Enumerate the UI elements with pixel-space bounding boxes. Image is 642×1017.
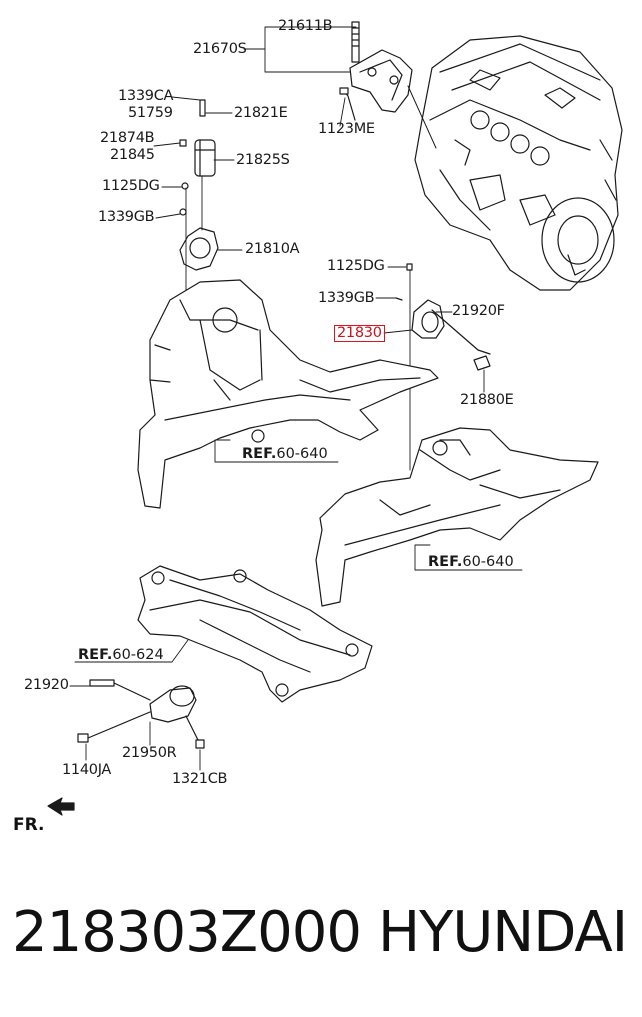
caption-brand: HYUNDAI	[378, 900, 628, 965]
ref-prefix: REF.	[428, 554, 463, 570]
label-1339gb-right: 1339GB	[318, 290, 375, 306]
ref-number: 60-640	[276, 446, 328, 462]
label-1125dg-right: 1125DG	[327, 258, 385, 274]
label-21950r: 21950R	[122, 745, 177, 761]
label-21845: 21845	[110, 147, 155, 163]
label-21880e: 21880E	[460, 392, 514, 408]
label-21830-highlighted[interactable]: 21830	[334, 325, 385, 342]
ref-number: 60-640	[462, 554, 514, 570]
engine-block	[414, 35, 623, 291]
label-1321cb: 1321CB	[172, 771, 228, 787]
bracket-21670s	[339, 21, 437, 149]
ref-label-2[interactable]: REF.60-640	[428, 554, 514, 570]
ref-label-3[interactable]: REF.60-624	[78, 647, 164, 663]
side-member-right	[315, 427, 599, 607]
label-51759: 51759	[128, 105, 173, 121]
front-arrow-icon	[47, 797, 75, 816]
subframe	[137, 565, 373, 703]
label-1123me: 1123ME	[318, 121, 375, 137]
leader-lines	[69, 26, 523, 771]
ref-label-1[interactable]: REF.60-640	[242, 446, 328, 462]
ref-prefix: REF.	[242, 446, 277, 462]
ref-number: 60-624	[112, 647, 164, 663]
label-21611b: 21611B	[278, 18, 333, 34]
front-marker-label: FR.	[13, 815, 45, 835]
roll-stopper-21950r	[77, 679, 205, 749]
ref-prefix: REF.	[78, 647, 113, 663]
label-1339gb-left: 1339GB	[98, 209, 155, 225]
label-21810a: 21810A	[245, 241, 300, 257]
mount-21830	[395, 263, 491, 471]
label-1339ca: 1339CA	[118, 88, 174, 104]
label-21821e: 21821E	[234, 105, 288, 121]
label-1125dg-left: 1125DG	[102, 178, 160, 194]
parts-exploded-diagram	[47, 21, 623, 816]
label-1140ja: 1140JA	[62, 762, 112, 778]
caption-part-number: 218303Z000	[12, 900, 362, 965]
label-21825s: 21825S	[236, 152, 290, 168]
label-21920f: 21920F	[452, 303, 505, 319]
side-member-left	[137, 279, 439, 509]
label-21920: 21920	[24, 677, 69, 693]
label-21670s: 21670S	[193, 41, 247, 57]
label-21874b: 21874B	[100, 130, 155, 146]
